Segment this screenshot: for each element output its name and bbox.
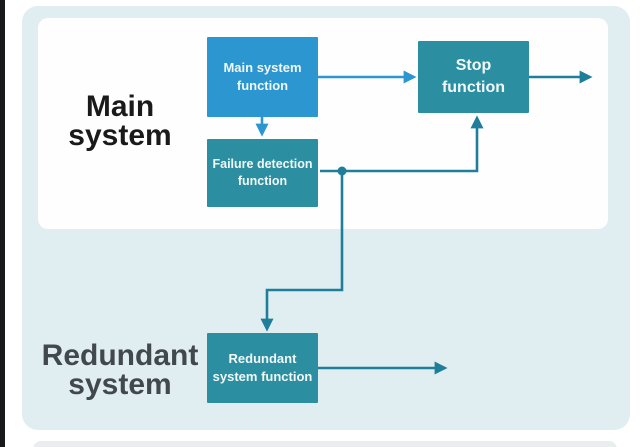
stop-function-node: Stop function <box>418 41 529 113</box>
redundant-system-region-label: Redundant system <box>41 339 199 401</box>
main-system-function-node: Main system function <box>207 37 318 117</box>
redundant-system-function-node: Redundant system function <box>207 333 318 403</box>
main-system-region-label: Main system <box>68 90 172 152</box>
next-card-peek <box>33 441 617 447</box>
failure-detection-function-node: Failure detection function <box>207 139 318 207</box>
window-left-edge-bar <box>0 0 5 447</box>
